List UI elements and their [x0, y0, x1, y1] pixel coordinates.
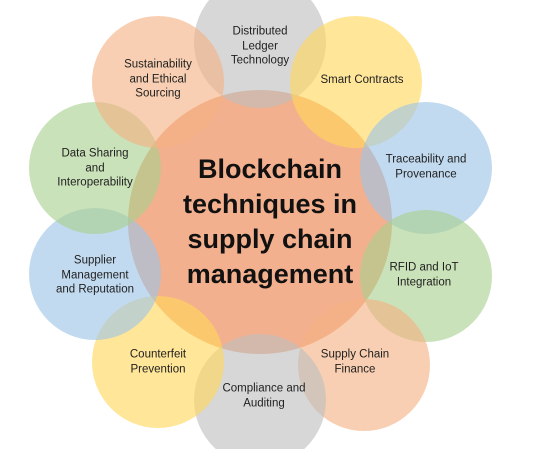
petal-circle-5: [298, 299, 430, 431]
petal-circle-10: [92, 16, 224, 148]
petal-circle-6: [194, 334, 326, 449]
petal-circle-8: [29, 208, 161, 340]
center-title: Blockchain techniques in supply chain ma…: [182, 154, 358, 289]
petal-layer: [29, 0, 492, 449]
center-circle: [128, 90, 392, 354]
petal-circle-3: [360, 102, 492, 234]
